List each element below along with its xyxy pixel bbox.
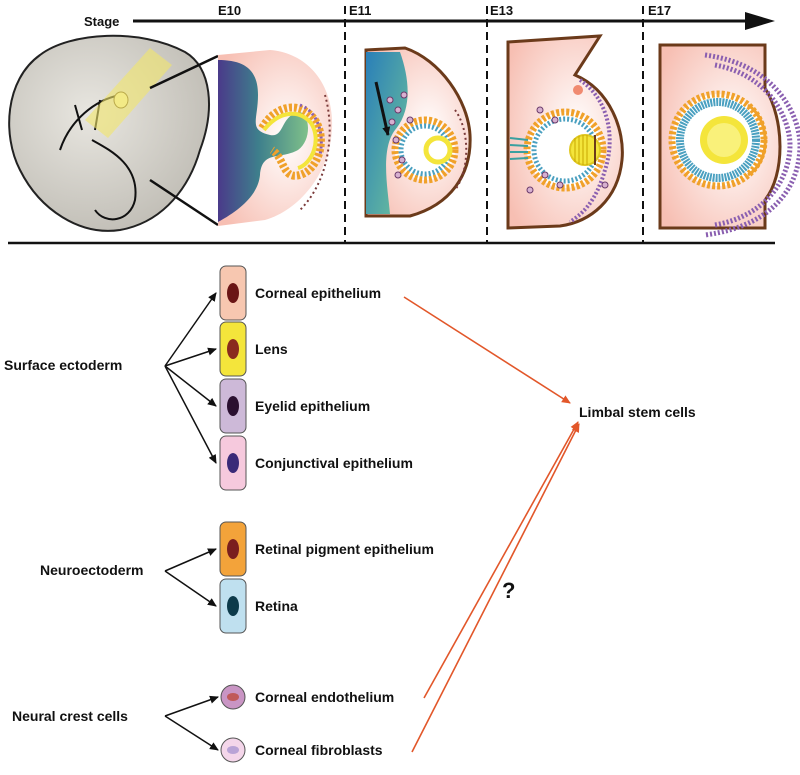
stage-label-e10: E10 (218, 3, 241, 18)
lineage-arrow-corneal-fibroblasts (164, 715, 219, 751)
lineage-arrow-conjunctival-epithelium (164, 365, 217, 464)
cell-corneal-epithelium (219, 265, 247, 321)
cell-corneal-fibroblasts (220, 737, 246, 763)
lineage-arrow-lens (164, 347, 217, 367)
label-corneal-fibroblasts: Corneal fibroblasts (255, 742, 383, 758)
stage-e13-illustration (506, 34, 624, 230)
lineage-arrow-retinal-pigment-epithelium (164, 548, 217, 572)
red-arrow-from-corneal-epithelium (403, 296, 571, 404)
cell-lens (219, 321, 247, 377)
origin-neuroectoderm: Neuroectoderm (40, 562, 143, 578)
red-arrow-from-corneal-fibroblasts (411, 423, 580, 753)
stage-separators (344, 6, 644, 242)
stage-e11-illustration (364, 46, 472, 218)
cell-retina (219, 578, 247, 634)
stage-e10-illustration (218, 50, 333, 226)
label-conjunctival-epithelium: Conjunctival epithelium (255, 455, 413, 471)
label-corneal-endothelium: Corneal endothelium (255, 689, 394, 705)
label-retina: Retina (255, 598, 298, 614)
stage-label-e13: E13 (490, 3, 513, 18)
cell-conjunctival-epithelium (219, 435, 247, 491)
red-arrow-from-corneal-endothelium (423, 421, 579, 699)
cell-retinal-pigment-epithelium (219, 521, 247, 577)
label-lens: Lens (255, 341, 288, 357)
stage-axis-label: Stage (84, 14, 119, 29)
lineage-arrow-retina (164, 570, 217, 607)
stage-e17-illustration (658, 43, 800, 238)
lineage-section: Surface ectoderm Neuroectoderm Neural cr… (4, 265, 696, 763)
lineage-arrow-corneal-endothelium (164, 695, 219, 717)
origin-surface-ectoderm: Surface ectoderm (4, 357, 122, 373)
origin-neural-crest-cells: Neural crest cells (12, 708, 128, 724)
stage-label-e17: E17 (648, 3, 671, 18)
cell-icons (219, 265, 247, 763)
target-limbal-stem-cells: Limbal stem cells (579, 404, 696, 420)
lineage-arrow-eyelid-epithelium (164, 365, 217, 407)
lineage-arrow-corneal-epithelium (164, 292, 217, 367)
label-retinal-pigment-epithelium: Retinal pigment epithelium (255, 541, 434, 557)
stage-axis-arrowhead (745, 12, 775, 30)
cell-eyelid-epithelium (219, 378, 247, 434)
lineage-arrows (164, 292, 580, 753)
label-eyelid-epithelium: Eyelid epithelium (255, 398, 370, 414)
stage-label-e11: E11 (349, 3, 371, 18)
label-corneal-epithelium: Corneal epithelium (255, 285, 381, 301)
embryo-illustration (8, 34, 219, 232)
cell-corneal-endothelium (220, 684, 246, 710)
uncertain-origin-mark: ? (502, 578, 515, 603)
